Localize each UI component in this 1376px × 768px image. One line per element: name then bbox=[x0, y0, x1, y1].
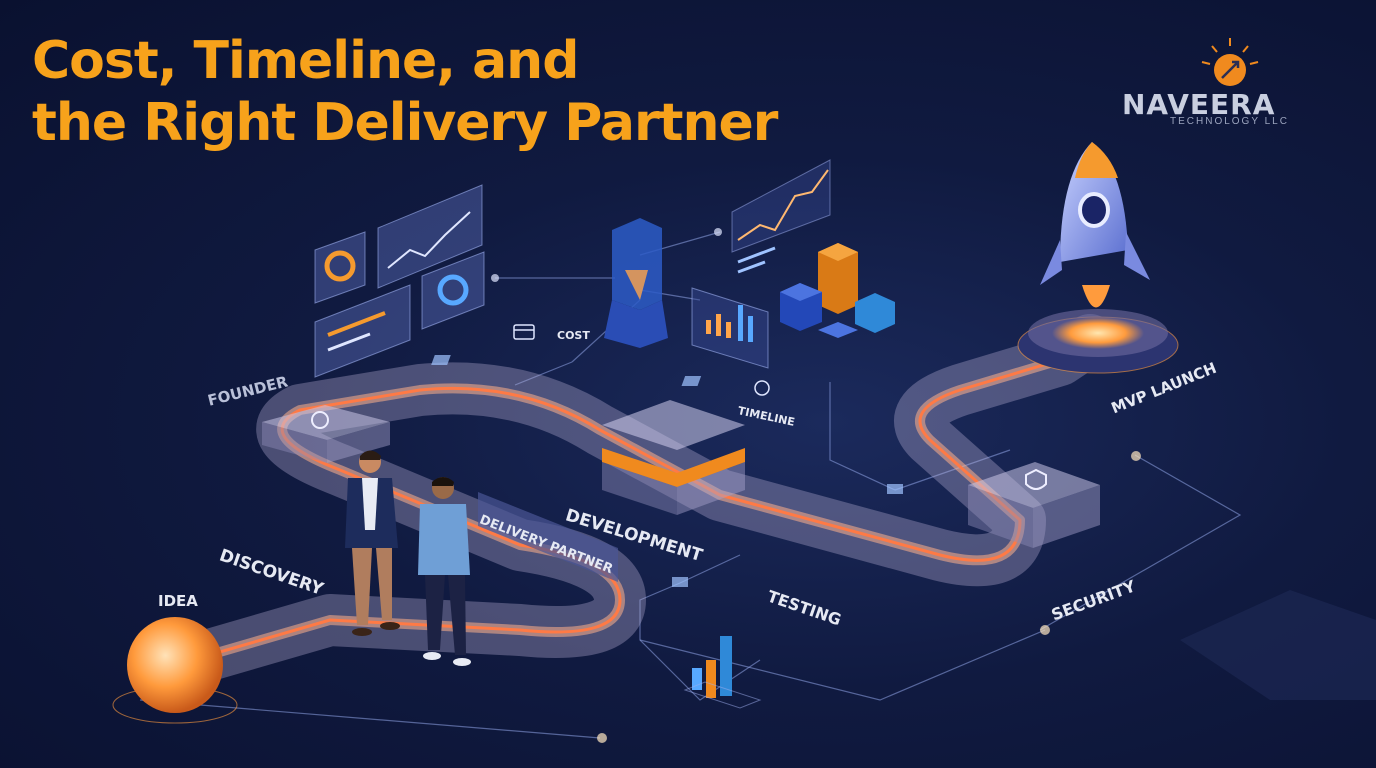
cube-cluster bbox=[780, 243, 895, 338]
label-cost: COST bbox=[557, 329, 590, 342]
brand-subtitle: TECHNOLOGY LLC bbox=[1170, 116, 1289, 127]
rocket-icon bbox=[1040, 142, 1150, 308]
delivery-partner-tag bbox=[478, 492, 618, 582]
delivery-partner-figure bbox=[418, 477, 471, 666]
clock-icon bbox=[754, 380, 770, 396]
mini-bar-chart bbox=[683, 636, 762, 709]
label-idea: IDEA bbox=[158, 592, 198, 610]
founder-figure bbox=[345, 450, 400, 636]
road-path bbox=[149, 314, 1116, 691]
title-line-1: Cost, Timeline, and bbox=[32, 31, 579, 91]
growth-chart-card bbox=[731, 159, 831, 274]
security-block bbox=[968, 462, 1100, 548]
connector-nodes bbox=[431, 228, 1141, 743]
search-icon bbox=[311, 411, 329, 429]
bar-panel bbox=[691, 287, 769, 369]
shield-icon bbox=[1025, 468, 1047, 490]
card-icon bbox=[513, 324, 535, 340]
dashboard-panels bbox=[314, 184, 485, 378]
page-title: Cost, Timeline, and the Right Delivery P… bbox=[32, 30, 778, 154]
background-blocks bbox=[1180, 590, 1376, 700]
launch-pad bbox=[1017, 309, 1179, 374]
brand-logo: NAVEERA TECHNOLOGY LLC bbox=[1118, 36, 1338, 132]
brand-name: NAVEERA bbox=[1122, 88, 1276, 121]
idea-orb bbox=[127, 617, 223, 713]
title-line-2: the Right Delivery Partner bbox=[32, 93, 778, 153]
cost-column bbox=[604, 218, 668, 348]
development-block bbox=[602, 400, 745, 515]
sun-icon bbox=[1201, 38, 1259, 86]
discovery-block bbox=[262, 405, 390, 463]
